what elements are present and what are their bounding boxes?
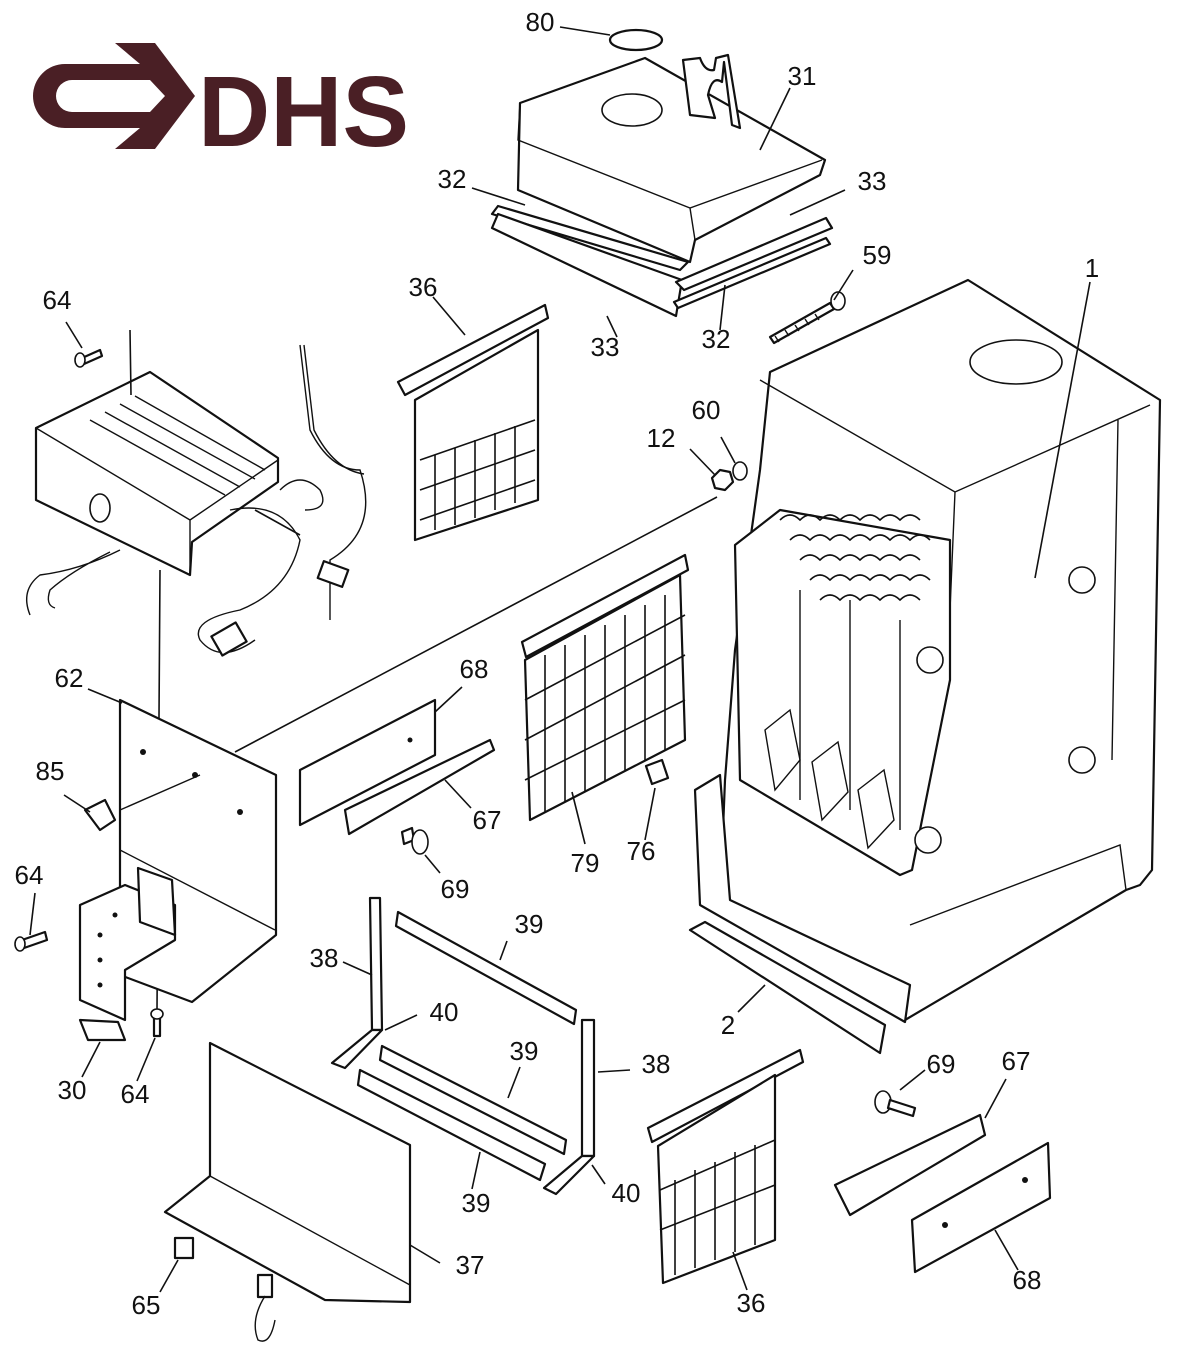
angle-67-left xyxy=(343,738,496,836)
callout-67: 67 xyxy=(473,805,502,835)
leader-lines xyxy=(29,26,1091,1293)
base-channel-2 xyxy=(688,920,887,1055)
bracket-40-right xyxy=(542,1154,596,1196)
callout-69: 69 xyxy=(927,1049,956,1079)
callout-40: 40 xyxy=(612,1178,641,1208)
burner-rack-36-top xyxy=(396,303,550,542)
wire-connector xyxy=(210,621,248,657)
screw-64-left xyxy=(14,930,49,952)
callout-31: 31 xyxy=(788,61,817,91)
callout-38: 38 xyxy=(310,943,339,973)
gasket-32-right xyxy=(672,236,832,310)
callout-60: 60 xyxy=(692,395,721,425)
strip-39-top xyxy=(394,910,578,1026)
strip-39-mid xyxy=(378,1044,568,1156)
callout-64: 64 xyxy=(121,1079,150,1109)
port-4 xyxy=(1068,746,1096,774)
callout-32: 32 xyxy=(438,164,467,194)
callout-64: 64 xyxy=(43,285,72,315)
clip-85 xyxy=(83,798,117,832)
control-box xyxy=(34,370,280,577)
callout-33: 33 xyxy=(591,332,620,362)
callout-80: 80 xyxy=(526,7,555,37)
callout-65: 65 xyxy=(132,1290,161,1320)
callout-1: 1 xyxy=(1085,253,1099,283)
port-2 xyxy=(914,826,942,854)
callout-12: 12 xyxy=(647,423,676,453)
burner-rack-79 xyxy=(520,553,690,822)
callout-38: 38 xyxy=(642,1049,671,1079)
clip-76 xyxy=(644,758,670,786)
nut-12 xyxy=(710,468,735,492)
boiler-jacket-assembly xyxy=(693,278,1162,1024)
callout-36: 36 xyxy=(409,272,438,302)
bracket-40-left xyxy=(330,1028,384,1070)
jacket-base xyxy=(693,773,912,1024)
callout-37: 37 xyxy=(456,1250,485,1280)
callout-32: 32 xyxy=(702,324,731,354)
cover-plate-68-right xyxy=(910,1141,1052,1274)
gasket-33-bottom xyxy=(490,212,684,318)
bolt-69-right xyxy=(874,1090,917,1118)
callout-59: 59 xyxy=(863,240,892,270)
ring-gasket-80 xyxy=(608,28,664,52)
callout-85: 85 xyxy=(36,756,65,786)
strip-39-bottom xyxy=(356,1068,547,1182)
screw-59 xyxy=(768,291,846,345)
callout-39: 39 xyxy=(510,1036,539,1066)
callout-62: 62 xyxy=(55,663,84,693)
gasket-33-right xyxy=(674,216,834,292)
dhs-logo: DHS xyxy=(33,43,409,168)
burner-rack-36-bottom xyxy=(646,1048,805,1285)
channel-38-right xyxy=(580,1018,596,1158)
sensor-bracket xyxy=(256,1273,274,1299)
callout-69: 69 xyxy=(441,874,470,904)
gasket-32-top xyxy=(490,204,690,272)
bolt-69-left xyxy=(400,826,429,855)
flue-collector-assembly xyxy=(490,28,834,318)
callout-33: 33 xyxy=(858,166,887,196)
logo-text: DHS xyxy=(198,56,409,168)
callout-40: 40 xyxy=(430,997,459,1027)
wire-plug xyxy=(316,559,350,589)
callout-labels: 80 31 32 33 59 1 33 32 36 64 60 12 62 68… xyxy=(15,7,1100,1320)
callout-76: 76 xyxy=(627,836,656,866)
callout-2: 2 xyxy=(721,1010,735,1040)
callout-39: 39 xyxy=(515,909,544,939)
callout-39: 39 xyxy=(462,1188,491,1218)
callout-67: 67 xyxy=(1002,1046,1031,1076)
channel-38-left xyxy=(368,896,384,1032)
flue-collector-31 xyxy=(516,56,827,264)
control-box-assembly xyxy=(26,344,367,657)
washer-60 xyxy=(732,461,748,481)
control-knob xyxy=(89,493,111,523)
angle-67-right xyxy=(833,1113,987,1217)
plate-65 xyxy=(173,1236,195,1260)
top-flue-opening xyxy=(969,339,1063,385)
callout-30: 30 xyxy=(58,1075,87,1105)
front-panel-37 xyxy=(163,1041,412,1342)
port-1 xyxy=(916,646,944,674)
cover-plate-68-left xyxy=(298,698,437,827)
logo-arrow-icon xyxy=(33,43,195,149)
flue-opening xyxy=(601,93,663,127)
bracket-tab xyxy=(681,53,742,130)
screw-64-top xyxy=(74,348,104,368)
callout-68: 68 xyxy=(1013,1265,1042,1295)
callout-64: 64 xyxy=(15,860,44,890)
port-3 xyxy=(1068,566,1096,594)
callout-36: 36 xyxy=(737,1288,766,1318)
callout-79: 79 xyxy=(571,848,600,878)
heat-exchanger-fins xyxy=(779,514,931,602)
screw-64-bottom xyxy=(150,1008,164,1038)
mounting-bracket-30 xyxy=(78,866,177,1042)
callout-68: 68 xyxy=(460,654,489,684)
